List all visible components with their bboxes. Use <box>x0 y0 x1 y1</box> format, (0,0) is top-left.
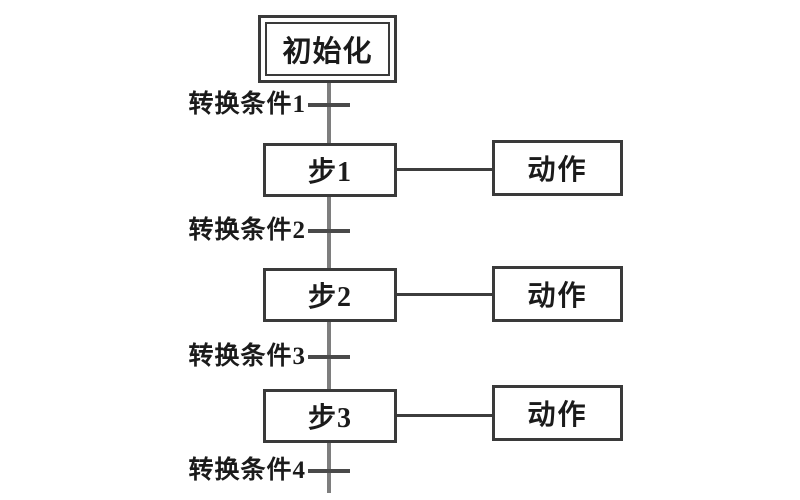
initial-step-box: 初始化 <box>258 15 397 83</box>
transition-tick-3 <box>308 355 350 359</box>
transition-label-1: 转换条件1 <box>188 91 306 118</box>
transition-tick-1 <box>308 103 350 107</box>
step2-action-connector <box>397 293 492 296</box>
initial-step-label: 初始化 <box>265 22 390 76</box>
transition-label-2: 转换条件2 <box>188 217 306 244</box>
action-label-1: 动作 <box>527 155 588 186</box>
step-box-3: 步3 <box>263 389 397 443</box>
action-box-1: 动作 <box>492 140 623 196</box>
transition-tick-2 <box>308 229 350 233</box>
step-label-2: 步2 <box>307 282 352 313</box>
step-box-2: 步2 <box>263 268 397 322</box>
transition-label-3: 转换条件3 <box>188 343 306 370</box>
step-label-3: 步3 <box>307 403 352 434</box>
step3-action-connector <box>397 414 492 417</box>
action-label-3: 动作 <box>527 400 588 431</box>
action-box-3: 动作 <box>492 385 623 441</box>
action-box-2: 动作 <box>492 266 623 322</box>
action-label-2: 动作 <box>527 281 588 312</box>
step-box-1: 步1 <box>263 143 397 197</box>
transition-tick-4 <box>308 469 350 473</box>
step1-action-connector <box>397 168 492 171</box>
transition-label-4: 转换条件4 <box>188 457 306 484</box>
step-label-1: 步1 <box>307 157 352 188</box>
